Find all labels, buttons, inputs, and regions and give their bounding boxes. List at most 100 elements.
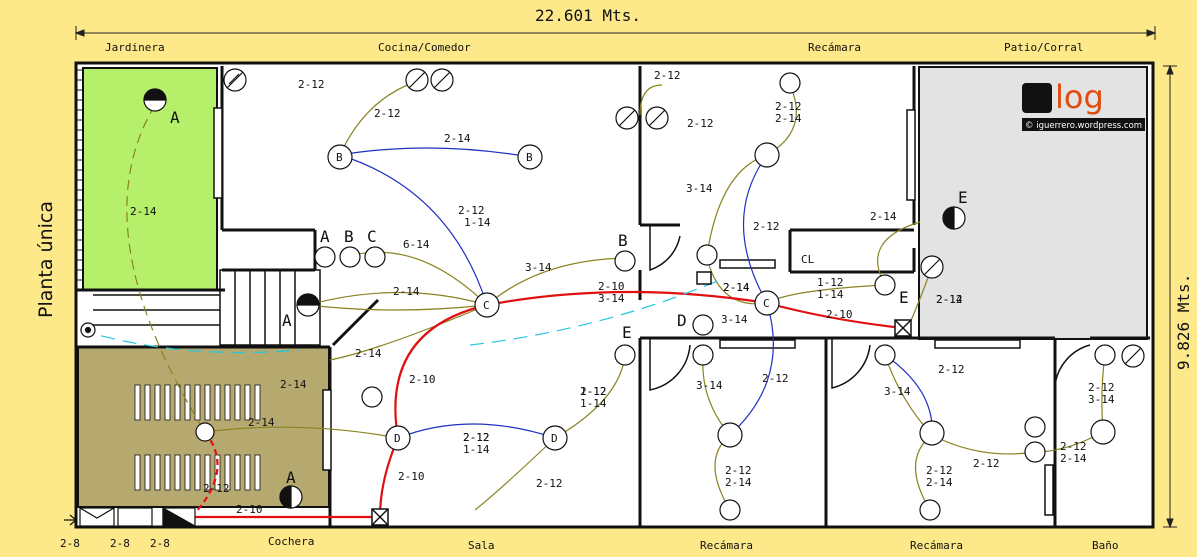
room-label-sala: Sala	[468, 539, 495, 552]
wire-label: 2-12	[938, 363, 965, 376]
wire-label: 2-12	[926, 464, 953, 477]
blog-logo: log © iguerrero.wordpress.com	[1022, 78, 1145, 131]
floor-label: Planta única	[35, 201, 57, 318]
plan-height-label: 9.826 Mts.	[1174, 274, 1193, 370]
meter-panel	[64, 506, 198, 527]
wire-label: 2-12	[463, 431, 490, 444]
wire-label: 2-12	[973, 457, 1000, 470]
switch-letter-b2: B	[618, 231, 628, 250]
car-stripes	[134, 384, 261, 491]
room-label-bano: Baño	[1092, 539, 1119, 552]
switch-letter-a: A	[320, 227, 330, 246]
wire-label: 2-12	[753, 220, 780, 233]
switch-letter-c: C	[367, 227, 377, 246]
wire-label: 2-12	[725, 464, 752, 477]
wire-label: 3-14	[721, 313, 748, 326]
wire-label: 2-12	[458, 204, 485, 217]
wire-label: 1-14	[464, 216, 491, 229]
top-dimension	[74, 26, 1157, 40]
wire-label: 2-14	[870, 210, 897, 223]
light-letter-b2: B	[526, 151, 533, 164]
wire-label: 2-12	[762, 372, 789, 385]
wire-label: 2-12	[654, 69, 681, 82]
wire-label: 2-12	[1060, 440, 1087, 453]
wire-label: 2-14	[926, 476, 953, 489]
wire-label: 2-14	[248, 416, 275, 429]
wire-label: 2-12	[775, 100, 802, 113]
wire-label: 2-12	[580, 385, 607, 398]
wire-label: 2-12	[298, 78, 325, 91]
wires-blue	[339, 147, 933, 439]
wire-label: 2-14	[444, 132, 471, 145]
logo-url: © iguerrero.wordpress.com	[1025, 121, 1142, 131]
closet-label: CL	[801, 253, 815, 266]
room-label-recamara-1: Recámara	[700, 539, 753, 552]
wire-label: 2-10	[409, 373, 436, 386]
lamp-letter-e1: E	[958, 188, 968, 207]
logo-text: log	[1055, 78, 1104, 116]
lamp-letter-a3: A	[286, 468, 296, 487]
wire-label: 2-12	[936, 293, 963, 306]
wire-label: 2-14	[725, 476, 752, 489]
staircase	[93, 269, 321, 346]
plan-width-label: 22.601 Mts.	[535, 6, 641, 25]
wire-label: 3-14	[696, 379, 723, 392]
switch-letter-b: B	[344, 227, 354, 246]
wire-label: 3-14	[1088, 393, 1115, 406]
light-fixtures	[327, 142, 1116, 451]
light-letter-c2: C	[763, 297, 770, 310]
doors	[331, 225, 1091, 391]
wall-lamp-icons	[80, 88, 966, 509]
wire-label: 2-10	[398, 470, 425, 483]
wire-label: 2-14	[936, 293, 963, 306]
windows	[213, 107, 1054, 516]
right-dimension	[1163, 64, 1177, 529]
switch-icons	[314, 72, 1116, 521]
wire-label: 2-12	[687, 117, 714, 130]
wire-label: 2-10	[598, 280, 625, 293]
wire-label: 1-14	[817, 288, 844, 301]
wire-label: 3-14	[525, 261, 552, 274]
room-label-jardinera: Jardinera	[105, 41, 165, 54]
light-letter-d1: D	[394, 432, 401, 445]
switch-letter-c2: D	[677, 311, 687, 330]
wire-label: 3-14	[884, 385, 911, 398]
room-label-recamara-top: Recámara	[808, 41, 861, 54]
wire-label: 6-14	[403, 238, 430, 251]
wire-label: 3-14	[686, 182, 713, 195]
junction-boxes	[371, 271, 912, 526]
switch-letter-d: E	[622, 323, 632, 342]
room-label-cocina: Cocina/Comedor	[378, 41, 471, 54]
wire-label: 3-14	[598, 292, 625, 305]
wire-label: 2-14	[355, 347, 382, 360]
wire-label: 1-14	[463, 443, 490, 456]
lamp-letter-a2: A	[282, 311, 292, 330]
light-letter-b1: B	[336, 151, 343, 164]
wire-label: 1-14	[580, 397, 607, 410]
wire-label: 2-14	[280, 378, 307, 391]
wire-label: 2-10	[236, 503, 263, 516]
wire-label: 2-12	[536, 477, 563, 490]
hatched-wall	[76, 69, 84, 281]
room-label-cochera: Cochera	[268, 535, 314, 548]
meter-label-3: 2-8	[150, 537, 170, 550]
wire-label: 2-12	[203, 482, 230, 495]
wires-cyan	[79, 279, 721, 354]
wire-label: 2-10	[826, 308, 853, 321]
light-letter-d2: D	[551, 432, 558, 445]
wires-olive	[126, 81, 1106, 511]
wire-label: 2-14	[723, 281, 750, 294]
wire-label: 2-12	[463, 431, 490, 444]
wire-label: 2-12	[1088, 381, 1115, 394]
wire-label: 2-14	[1060, 452, 1087, 465]
wire-label: 2-12	[374, 107, 401, 120]
wire-label: 2-14	[393, 285, 420, 298]
light-letter-c1: C	[483, 299, 490, 312]
switch-letter-e: E	[899, 288, 909, 307]
meter-label-1: 2-8	[60, 537, 80, 550]
wire-label: 2-14	[723, 281, 750, 294]
room-label-recamara-2: Recámara	[910, 539, 963, 552]
outlet-icons	[223, 68, 1145, 368]
wire-label: 1-12	[817, 276, 844, 289]
meter-label-2: 2-8	[110, 537, 130, 550]
